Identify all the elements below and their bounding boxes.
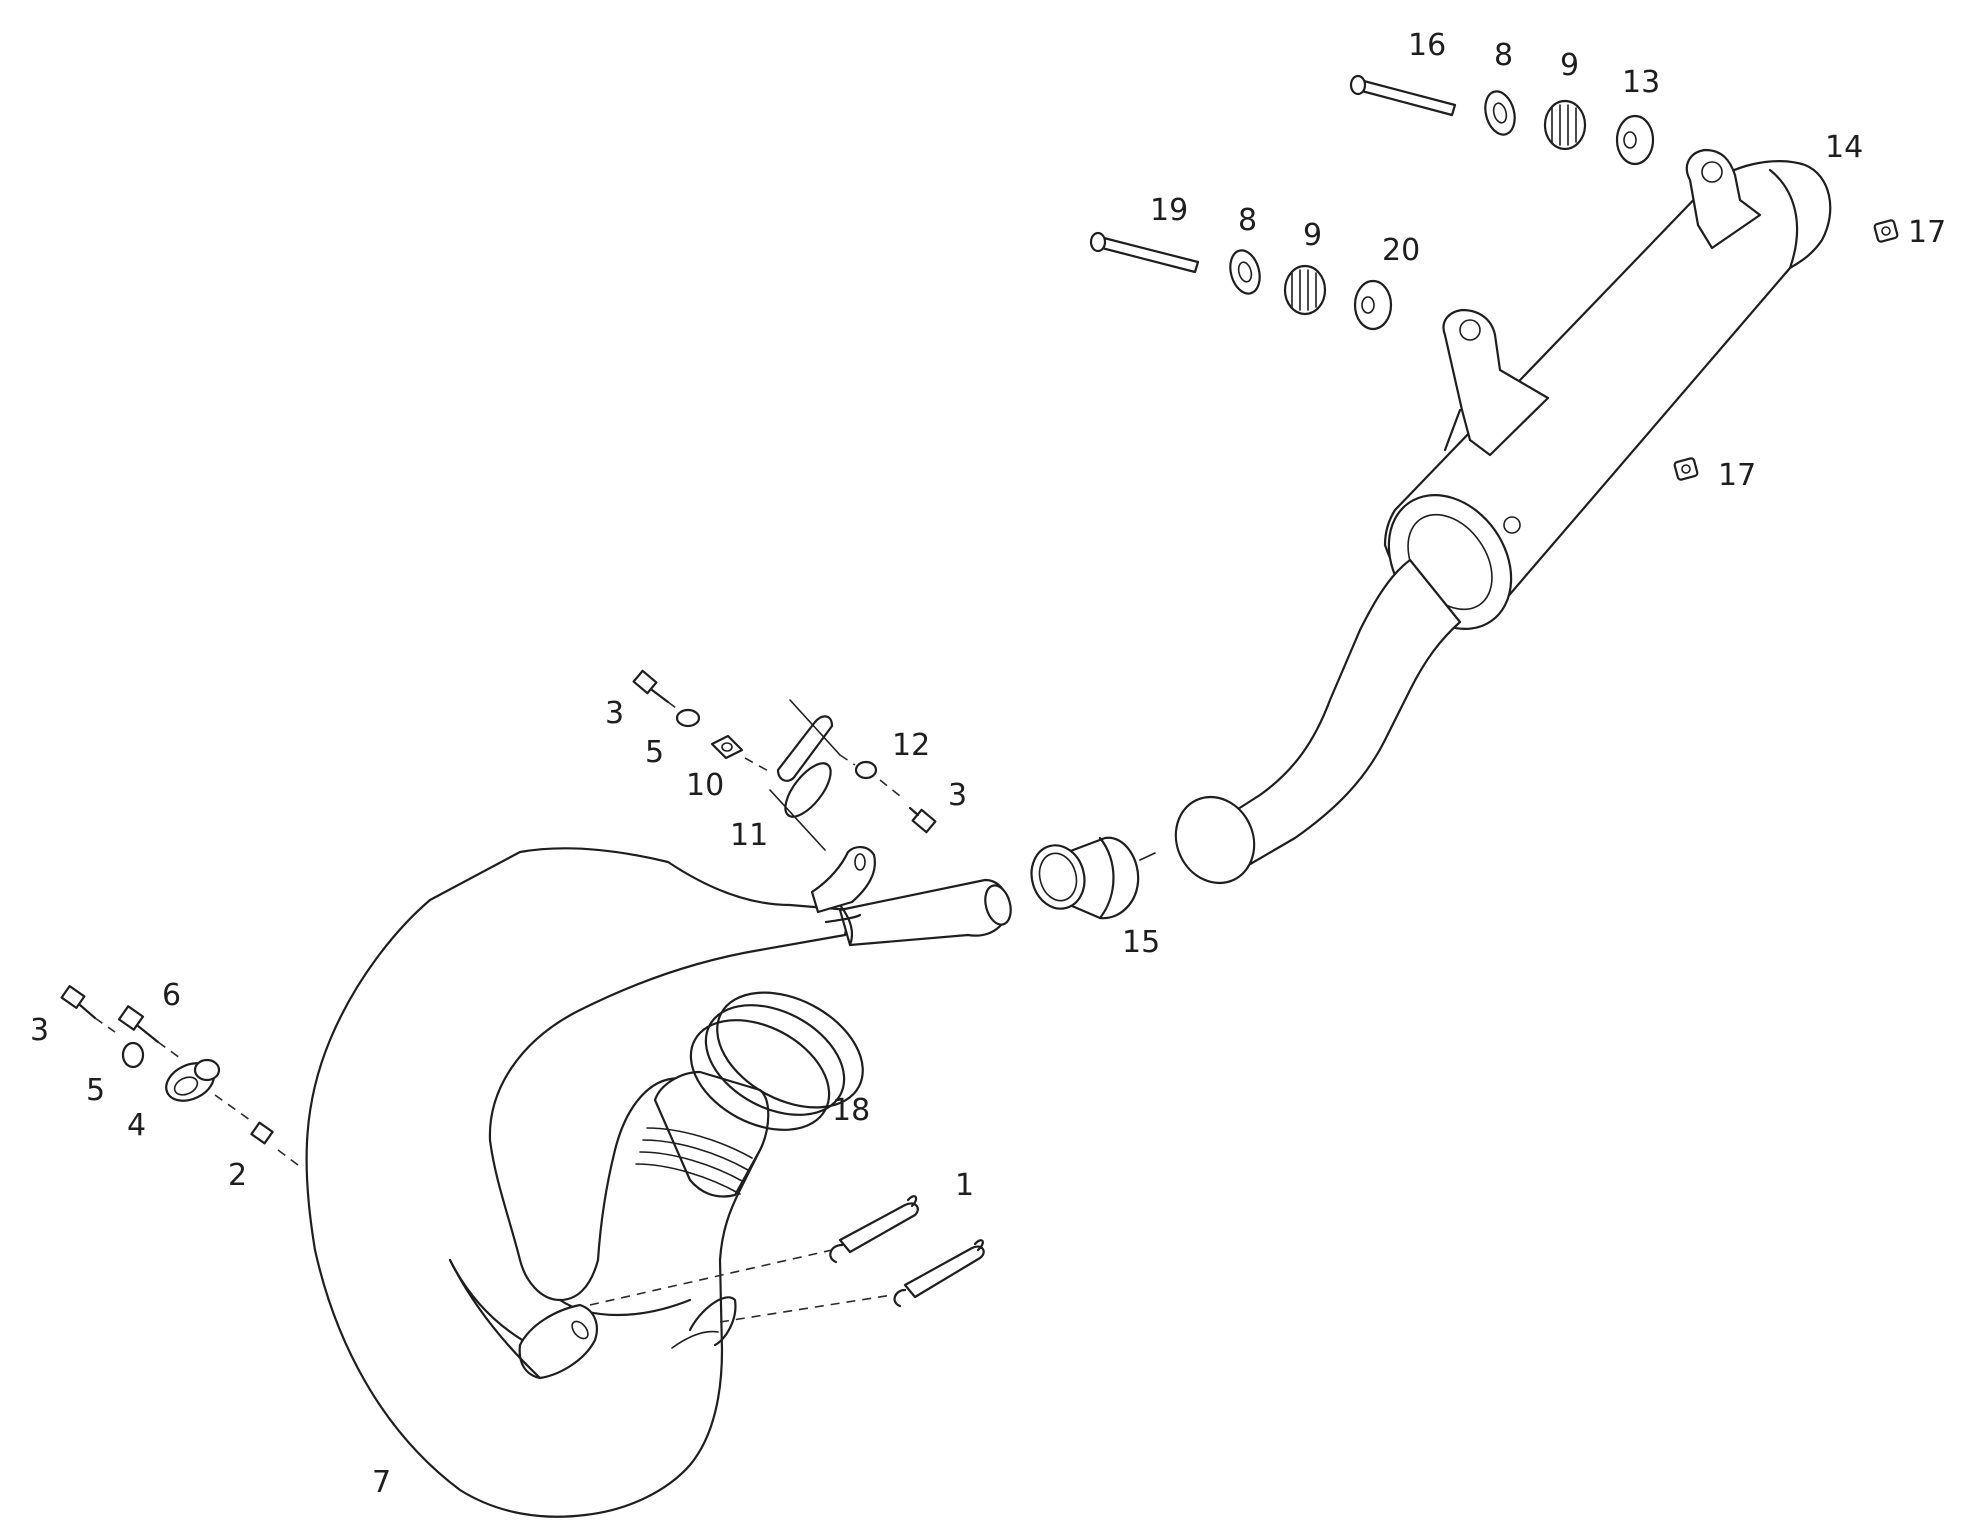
bolt-part-3-right (908, 806, 937, 834)
expansion-chamber-part-7 (277, 846, 1012, 1518)
callout-8: 8 (1494, 38, 1513, 73)
callout-16: 16 (1408, 28, 1446, 63)
bolt-part-16 (1349, 74, 1457, 117)
bolt-part-3-front (60, 985, 97, 1020)
callout-5: 5 (86, 1073, 105, 1108)
bolt-part-19 (1089, 231, 1200, 274)
lower-mount-set (1089, 231, 1393, 331)
grommet-part-9-upper (1543, 99, 1587, 151)
callout-3: 3 (30, 1013, 49, 1048)
callout-19: 19 (1150, 193, 1188, 228)
callout-11: 11 (730, 818, 768, 853)
callout-1: 1 (955, 1168, 974, 1203)
bolt-part-3-mid (632, 669, 670, 704)
callout-13: 13 (1622, 65, 1660, 100)
callout-4: 4 (127, 1108, 146, 1143)
callout-17: 17 (1908, 215, 1946, 250)
callout-10: 10 (686, 768, 724, 803)
clamp-part-4 (165, 1058, 221, 1102)
stud-part-6 (117, 1005, 160, 1044)
grommet-part-9-lower (1283, 264, 1327, 316)
callout-17: 17 (1718, 458, 1756, 493)
washer-part-5-front (121, 1041, 145, 1069)
callout-7: 7 (372, 1465, 391, 1500)
callout-8: 8 (1238, 203, 1257, 238)
nut-part-2 (250, 1121, 274, 1145)
callout-9: 9 (1303, 218, 1322, 253)
callout-20: 20 (1382, 233, 1420, 268)
washer-part-8-lower (1229, 249, 1261, 295)
spacer-part-20 (1353, 279, 1393, 331)
nut-part-17-upper (1873, 219, 1899, 243)
callout-15: 15 (1122, 925, 1160, 960)
coupling-ring-part-15 (1030, 836, 1156, 920)
callout-3: 3 (605, 696, 624, 731)
upper-mount-set (1349, 74, 1655, 166)
nut-part-17-lower (1673, 457, 1699, 481)
washer-part-5-mid (675, 708, 701, 728)
silencer-part-14 (1174, 148, 1832, 885)
plate-part-11 (769, 699, 841, 851)
o-rings-part-18 (689, 991, 864, 1131)
callout-12: 12 (892, 728, 930, 763)
callout-3: 3 (948, 778, 967, 813)
callout-5: 5 (645, 735, 664, 770)
callout-6: 6 (162, 978, 181, 1013)
callout-14: 14 (1825, 130, 1863, 165)
callout-labels: 1 2 3 3 3 4 5 5 6 7 8 8 9 9 10 11 12 13 … (30, 28, 1946, 1500)
callout-2: 2 (228, 1158, 247, 1193)
bracket-part-10 (710, 734, 744, 760)
mid-fastener-set (632, 669, 937, 851)
washer-part-8-upper (1484, 90, 1516, 136)
springs-part-1 (589, 1195, 985, 1323)
callout-9: 9 (1560, 48, 1579, 83)
callout-18: 18 (832, 1093, 870, 1128)
spacer-part-13 (1615, 114, 1655, 166)
washer-part-12 (854, 760, 878, 780)
front-fastener-set (60, 985, 274, 1145)
